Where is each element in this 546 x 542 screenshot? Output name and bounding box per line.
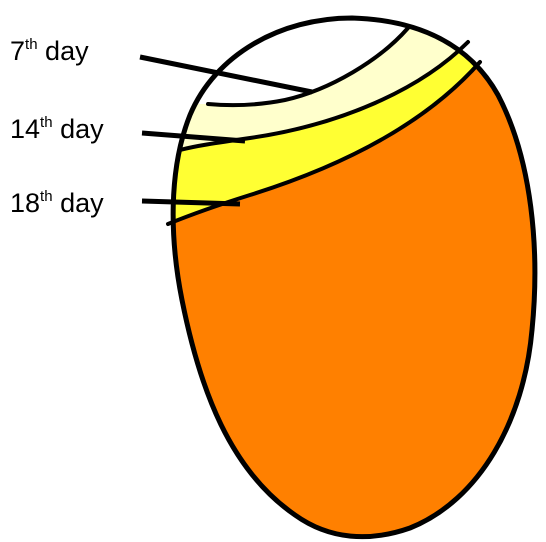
- label-day14-suffix: th: [40, 114, 53, 131]
- label-day14-number: 14: [10, 114, 40, 144]
- label-day18-suffix: th: [40, 188, 53, 205]
- label-day7: 7th day: [10, 38, 89, 65]
- label-day14-word: day: [53, 114, 104, 144]
- label-day18-word: day: [53, 188, 104, 218]
- label-day18: 18th day: [10, 190, 104, 217]
- label-day7-suffix: th: [25, 36, 38, 53]
- label-day14: 14th day: [10, 116, 104, 143]
- leader-line-day18: [142, 201, 240, 204]
- label-day7-number: 7: [10, 36, 25, 66]
- label-day18-number: 18: [10, 188, 40, 218]
- label-day7-word: day: [38, 36, 89, 66]
